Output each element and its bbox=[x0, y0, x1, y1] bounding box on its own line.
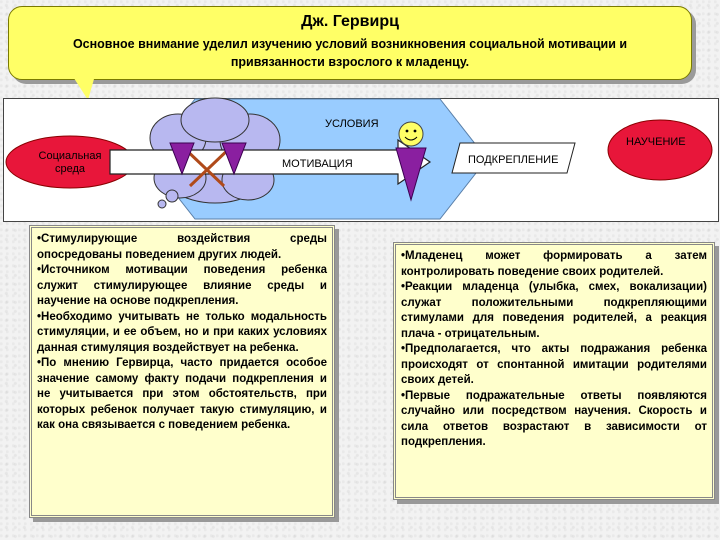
callout-subtitle: Основное внимание уделил изучению услови… bbox=[9, 35, 691, 71]
callout-tail bbox=[70, 72, 96, 100]
right-paragraph-1: •Младенец может формировать а затем конт… bbox=[401, 250, 707, 278]
purple-triangle-right bbox=[221, 142, 247, 176]
left-paragraph-3: •Необходимо учитывать не только модально… bbox=[37, 310, 327, 354]
left-paragraph-2: •Источником мотивации поведения ребенка … bbox=[37, 264, 327, 307]
title-callout: Дж. Гервирц Основное внимание уделил изу… bbox=[8, 6, 692, 80]
reinforcement-label: ПОДКРЕПЛЕНИЕ bbox=[468, 154, 559, 166]
left-paragraph-4: •По мнению Гервирца, часто придается осо… bbox=[37, 357, 327, 431]
right-text-box: •Младенец может формировать а затем конт… bbox=[393, 242, 715, 500]
social-environment-label: Социальная среда bbox=[20, 150, 120, 176]
left-text-box: •Стимулирующие воздействия среды опосред… bbox=[29, 225, 335, 518]
conditions-label: УСЛОВИЯ bbox=[325, 118, 379, 130]
purple-triangle-center bbox=[395, 147, 427, 202]
learning-oval bbox=[607, 119, 713, 181]
right-paragraph-2: •Реакции младенца (улыбка, смех, вокализ… bbox=[401, 281, 707, 340]
callout-subtitle-line-1: Основное внимание уделил изучению услови… bbox=[72, 37, 628, 51]
callout-title: Дж. Гервирц bbox=[301, 13, 399, 30]
cross-stick-2 bbox=[188, 144, 234, 188]
learning-label: НАУЧЕНИЕ bbox=[626, 136, 686, 148]
right-paragraph-4: •Первые подражательные ответы появляются… bbox=[401, 389, 707, 449]
motivation-label: МОТИВАЦИЯ bbox=[282, 158, 353, 170]
reinforcement-parallelogram bbox=[451, 142, 576, 174]
callout-subtitle-line-2: привязанности взрослого к младенцу. bbox=[230, 55, 470, 69]
left-paragraph-1: •Стимулирующие воздействия среды опосред… bbox=[37, 233, 327, 261]
purple-triangle-left bbox=[169, 142, 195, 176]
right-paragraph-3: •Предполагается, что акты подражания реб… bbox=[401, 343, 707, 386]
social-environment-line-1: Социальная bbox=[38, 150, 102, 162]
social-environment-line-2: среда bbox=[54, 163, 86, 175]
smiley-face-icon bbox=[398, 121, 424, 147]
